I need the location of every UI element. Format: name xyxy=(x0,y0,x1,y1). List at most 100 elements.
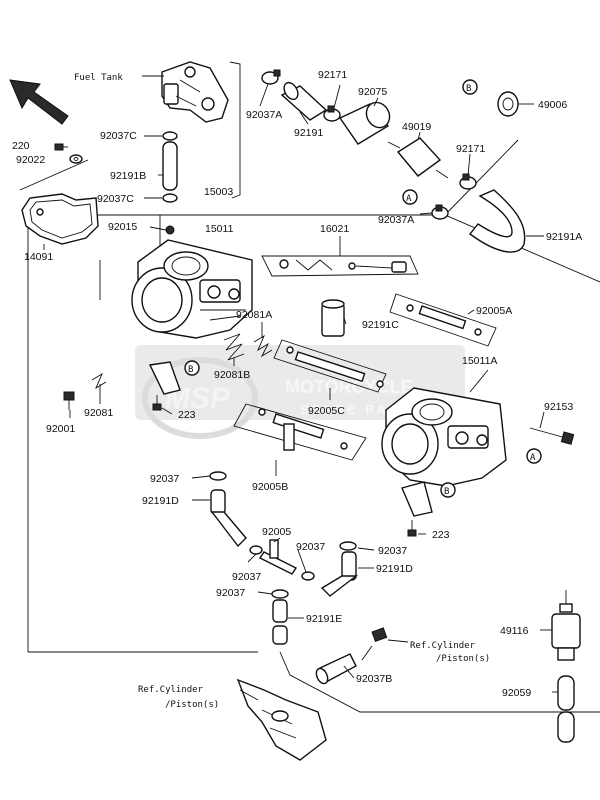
bracket-223-left xyxy=(148,361,181,411)
label-92191c: 92191C xyxy=(362,319,399,331)
label-92037c-bottom: 92037C xyxy=(97,193,134,205)
cover-14091 xyxy=(21,193,99,245)
label-14091: 14091 xyxy=(24,251,53,263)
callout-a-right: A xyxy=(526,448,542,464)
screw-92001 xyxy=(63,391,75,410)
bolt-ref-cylinder xyxy=(361,627,409,661)
front-direction-arrow xyxy=(9,79,69,125)
callout-b-right-label: B xyxy=(444,487,449,497)
hose-92191d-right xyxy=(320,541,359,597)
tube-92191c xyxy=(321,299,345,337)
fuel-filter-49019 xyxy=(387,137,449,179)
pipe-92005a xyxy=(389,293,497,347)
clamp-92171-mid xyxy=(459,173,477,190)
label-15003: 15003 xyxy=(204,186,233,198)
label-92022: 92022 xyxy=(16,154,45,166)
label-92171-mid: 92171 xyxy=(456,143,485,155)
callout-a-right-label: A xyxy=(530,453,536,463)
callout-a-mid-label: A xyxy=(406,194,412,204)
label-ref-cylinder-right-2: /Piston(s) xyxy=(436,654,490,664)
label-92037-mid: 92037 xyxy=(296,541,325,553)
label-220: 220 xyxy=(12,140,30,152)
fitting-92005 xyxy=(249,539,298,575)
label-92037-left: 92037 xyxy=(150,473,179,485)
label-92005a: 92005A xyxy=(476,305,512,317)
label-92191d-left: 92191D xyxy=(142,495,179,507)
label-92037a-mid: 92037A xyxy=(378,214,414,226)
label-92037b: 92037B xyxy=(356,673,392,685)
watermark-logo-ring xyxy=(142,357,258,439)
watermark-line1: MOTORCYCLE xyxy=(285,377,413,397)
callout-b-top-label: B xyxy=(466,84,471,94)
label-15011a: 15011A xyxy=(462,355,497,367)
part-49006 xyxy=(497,91,534,117)
washer-92022 xyxy=(69,154,83,164)
callout-b-left: B xyxy=(184,360,200,376)
spring-92081b xyxy=(223,333,245,361)
label-92015: 92015 xyxy=(108,221,137,233)
label-ref-cylinder-left-2: /Piston(s) xyxy=(165,700,219,710)
sleeve-92075 xyxy=(338,101,391,145)
label-92005c: 92005C xyxy=(308,405,345,417)
label-92081b: 92081B xyxy=(214,369,250,381)
needle-16021-assembly xyxy=(261,255,419,277)
hose-92191a xyxy=(468,189,526,253)
callout-a-mid: A xyxy=(402,189,418,205)
spring-92081 xyxy=(91,372,107,390)
label-92171-top: 92171 xyxy=(318,69,347,81)
label-92191: 92191 xyxy=(294,127,323,139)
label-92001: 92001 xyxy=(46,423,75,435)
label-92059: 92059 xyxy=(502,687,531,699)
bracket-223-right xyxy=(401,481,433,537)
clamp-92037a-mid xyxy=(431,204,449,220)
hose-92191d-left xyxy=(209,471,247,548)
screw-220 xyxy=(54,143,68,151)
callout-b-top: B xyxy=(462,79,478,95)
tube-92059 xyxy=(557,675,575,743)
label-ref-cylinder-right-1: Ref.Cylinder xyxy=(410,641,476,651)
leader-lines xyxy=(43,83,558,701)
label-223-right: 223 xyxy=(432,529,450,541)
carburetor-15011 xyxy=(131,225,253,339)
label-16021: 16021 xyxy=(320,223,349,235)
label-92081a: 92081A xyxy=(236,309,272,321)
label-fuel-tank: Fuel Tank xyxy=(74,73,123,83)
label-92037c-top: 92037C xyxy=(100,130,137,142)
label-15011: 15011 xyxy=(205,223,234,235)
label-ref-cylinder-left-1: Ref.Cylinder xyxy=(138,685,204,695)
fuel-hose-92191b xyxy=(162,131,178,203)
clamp-92037a-top xyxy=(261,69,281,85)
pipe-92005c xyxy=(273,339,387,393)
label-92037-low: 92037 xyxy=(232,571,261,583)
label-49006: 49006 xyxy=(538,99,567,111)
label-92005: 92005 xyxy=(262,526,291,538)
label-92075: 92075 xyxy=(358,86,387,98)
hose-92191e xyxy=(271,589,289,645)
fuel-petcock xyxy=(142,61,229,123)
label-92191a: 92191A xyxy=(546,231,582,243)
hose-92037b xyxy=(315,653,357,685)
cylinder-fragment xyxy=(236,678,327,761)
label-92191b: 92191B xyxy=(110,170,146,182)
callout-b-left-label: B xyxy=(188,365,193,375)
label-92037-right: 92037 xyxy=(378,545,407,557)
label-92153: 92153 xyxy=(544,401,573,413)
label-92037-low2: 92037 xyxy=(216,587,245,599)
carburetor-15011a xyxy=(381,387,507,487)
hose-92191 xyxy=(280,81,328,121)
bolt-92153 xyxy=(529,427,575,445)
label-92191e: 92191E xyxy=(306,613,342,625)
fitting-92005b xyxy=(233,403,367,461)
watermark: MSP MOTORCYCLE SPARE PARTS xyxy=(135,345,465,439)
label-92037a-top: 92037A xyxy=(246,109,282,121)
label-49116: 49116 xyxy=(500,625,529,637)
label-223-left: 223 xyxy=(178,409,196,421)
label-92005b: 92005B xyxy=(252,481,288,493)
part-labels: Fuel Tank 220 92022 92037C 92191B 92037C… xyxy=(12,69,582,710)
label-92081: 92081 xyxy=(84,407,113,419)
callout-b-right: B xyxy=(440,482,456,498)
label-92191d-right: 92191D xyxy=(376,563,413,575)
part-49116 xyxy=(540,590,581,661)
clamp-92037-mid xyxy=(301,571,315,581)
